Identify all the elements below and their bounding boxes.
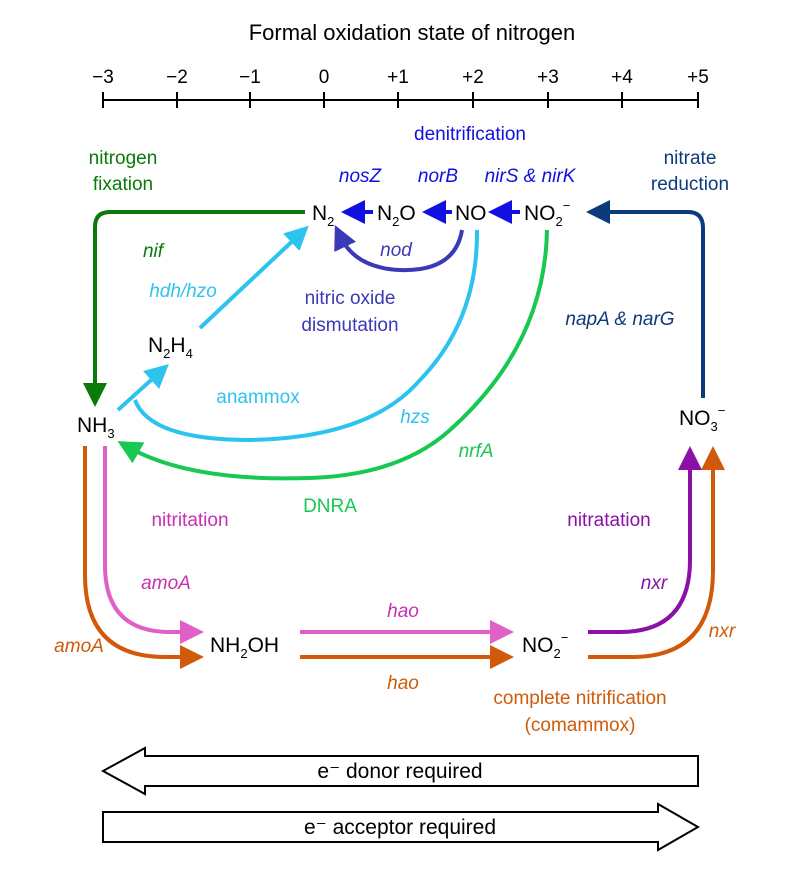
nitrogen-fixation-arrow	[83, 210, 305, 407]
gene-nirS-nirK: nirS & nirK	[485, 166, 577, 187]
donor-required-label: e⁻ donor required	[317, 760, 482, 783]
comammox-arrow-nh3	[83, 446, 204, 669]
label-nitrogen-fixation-2: fixation	[93, 174, 153, 195]
nod-arrow	[334, 225, 464, 273]
gene-amoA-pink: amoA	[141, 573, 191, 594]
species-n2o: N2O	[377, 202, 416, 229]
tick-label: +5	[687, 67, 709, 88]
comammox-arrow-no2	[588, 446, 725, 659]
tick-label: −1	[239, 67, 261, 88]
nitritation-arrow	[103, 446, 204, 644]
label-dnra: DNRA	[303, 496, 357, 517]
gene-amoA-orange: amoA	[54, 636, 104, 657]
gene-hao-pink: hao	[387, 601, 419, 622]
gene-nxr-orange: nxr	[709, 621, 736, 642]
label-denitrification: denitrification	[414, 124, 526, 145]
tick-label: −3	[92, 67, 114, 88]
anammox-arrow	[116, 363, 169, 412]
oxidation-axis: −3 −2 −1 0 +1 +2 +3 +4 +5	[92, 67, 709, 108]
gene-hao-orange: hao	[387, 673, 419, 694]
label-nitric-oxide-2: dismutation	[301, 315, 398, 336]
nitrate-reduction-arrow	[586, 200, 705, 398]
label-nitrate-reduction-1: nitrate	[664, 148, 717, 169]
label-nitric-oxide-1: nitric oxide	[305, 288, 396, 309]
species-n2: N2	[312, 202, 334, 229]
species-no3: NO3−	[679, 403, 725, 434]
tick-label: −2	[166, 67, 188, 88]
donor-required-banner: e⁻ donor required	[100, 746, 699, 796]
gene-hdh-hzo: hdh/hzo	[149, 281, 217, 302]
hdh-hzo-arrow	[198, 225, 309, 330]
hzs-arrow	[133, 229, 480, 443]
nitratation-arrow	[588, 446, 702, 634]
tick-label: +1	[387, 67, 409, 88]
gene-napA-narG: napA & narG	[565, 309, 674, 330]
label-anammox: anammox	[216, 387, 300, 408]
gene-nrfA: nrfA	[459, 441, 494, 462]
species-nh3: NH3	[77, 414, 115, 441]
tick-label: 0	[319, 67, 330, 88]
species-n2h4: N2H4	[148, 334, 193, 361]
label-comammox-1: complete nitrification	[493, 688, 666, 709]
gene-hzs: hzs	[400, 407, 430, 428]
tick-label: +4	[611, 67, 633, 88]
label-nitrate-reduction-2: reduction	[651, 174, 729, 195]
species-no2-top: NO2−	[524, 198, 570, 229]
gene-nxr-purple: nxr	[641, 573, 668, 594]
acceptor-required-banner: e⁻ acceptor required	[102, 802, 701, 852]
gene-nosZ: nosZ	[339, 166, 383, 187]
tick-label: +2	[462, 67, 484, 88]
label-comammox-2: (comammox)	[525, 715, 636, 736]
species-no: NO	[455, 202, 487, 225]
gene-nif: nif	[143, 241, 165, 262]
label-nitrogen-fixation-1: nitrogen	[89, 148, 158, 169]
gene-nod: nod	[380, 240, 413, 261]
species-nh2oh: NH2OH	[210, 634, 279, 661]
label-nitratation: nitratation	[567, 510, 650, 531]
species-no2-bottom: NO2−	[522, 630, 568, 661]
acceptor-required-label: e⁻ acceptor required	[304, 816, 496, 839]
dnra-arrow	[117, 229, 549, 481]
axis-title: Formal oxidation state of nitrogen	[249, 20, 576, 45]
gene-norB: norB	[418, 166, 458, 187]
tick-label: +3	[537, 67, 559, 88]
label-nitritation: nitritation	[151, 510, 228, 531]
